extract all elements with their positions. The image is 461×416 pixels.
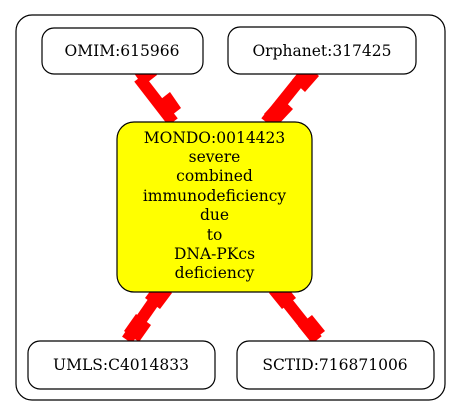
node-omim-label: OMIM:615966 bbox=[65, 42, 180, 60]
node-mondo-line-5: to bbox=[207, 226, 223, 244]
node-mondo-box bbox=[116, 121, 313, 293]
node-mondo-line-2: combined bbox=[176, 167, 253, 185]
node-mondo-line-3: immunodeficiency bbox=[143, 187, 287, 205]
node-mondo-line-0: MONDO:0014423 bbox=[144, 129, 286, 147]
node-umls-label: UMLS:C4014833 bbox=[53, 356, 189, 374]
node-umls[interactable]: UMLS:C4014833 bbox=[27, 340, 216, 390]
node-orphanet-label: Orphanet:317425 bbox=[252, 42, 391, 60]
node-mondo[interactable]: MONDO:0014423 severe combined immunodefi… bbox=[116, 121, 313, 293]
node-sctid[interactable]: SCTID:716871006 bbox=[236, 340, 435, 390]
node-mondo-line-4: due bbox=[200, 206, 229, 224]
node-orphanet[interactable]: Orphanet:317425 bbox=[227, 26, 417, 75]
node-omim[interactable]: OMIM:615966 bbox=[41, 27, 204, 75]
node-mondo-line-6: DNA-PKcs bbox=[174, 245, 255, 263]
node-sctid-label: SCTID:716871006 bbox=[262, 356, 407, 374]
node-mondo-line-1: severe bbox=[189, 148, 241, 166]
node-mondo-line-7: deficiency bbox=[175, 264, 255, 282]
